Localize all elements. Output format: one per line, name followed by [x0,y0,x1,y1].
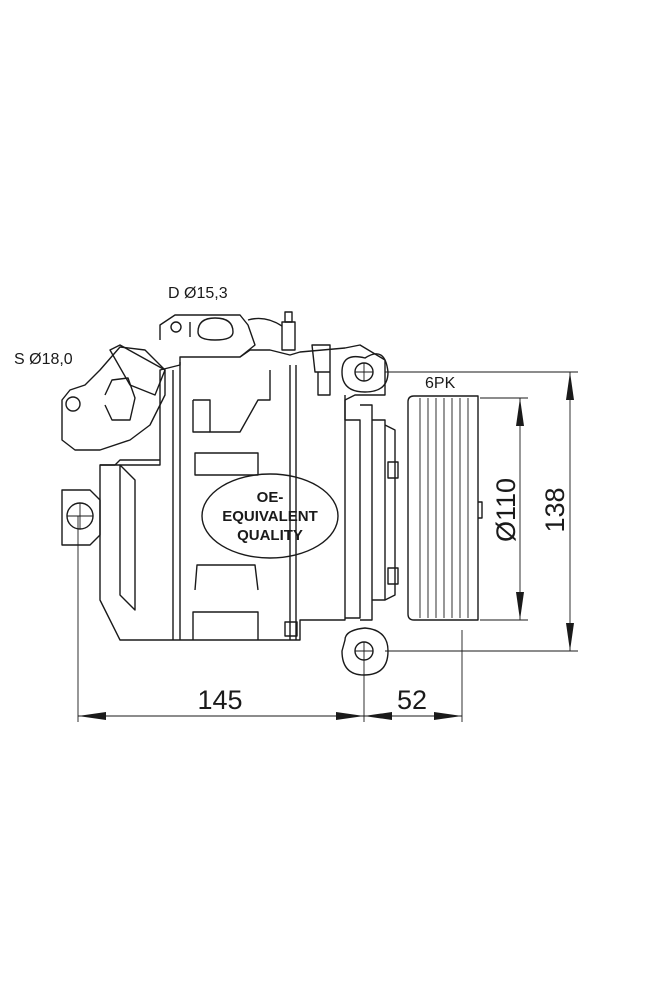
discharge-port-label: D Ø15,3 [168,285,228,302]
badge-line-2: EQUIVALENT [222,508,318,525]
dimension-lines [77,371,578,722]
badge-line-3: QUALITY [237,527,303,544]
belt-profile-label: 6PK [425,375,456,392]
dimension-52: 52 [397,685,427,715]
dimension-pulley-diameter: Ø110 [491,478,521,542]
oe-quality-badge [201,473,339,559]
dimension-138: 138 [540,487,570,532]
pulley [407,395,483,621]
compressor-body [61,311,483,676]
dimension-145: 145 [197,685,242,715]
badge-line-1: OE- [257,489,284,506]
suction-port-label: S Ø18,0 [14,351,73,368]
